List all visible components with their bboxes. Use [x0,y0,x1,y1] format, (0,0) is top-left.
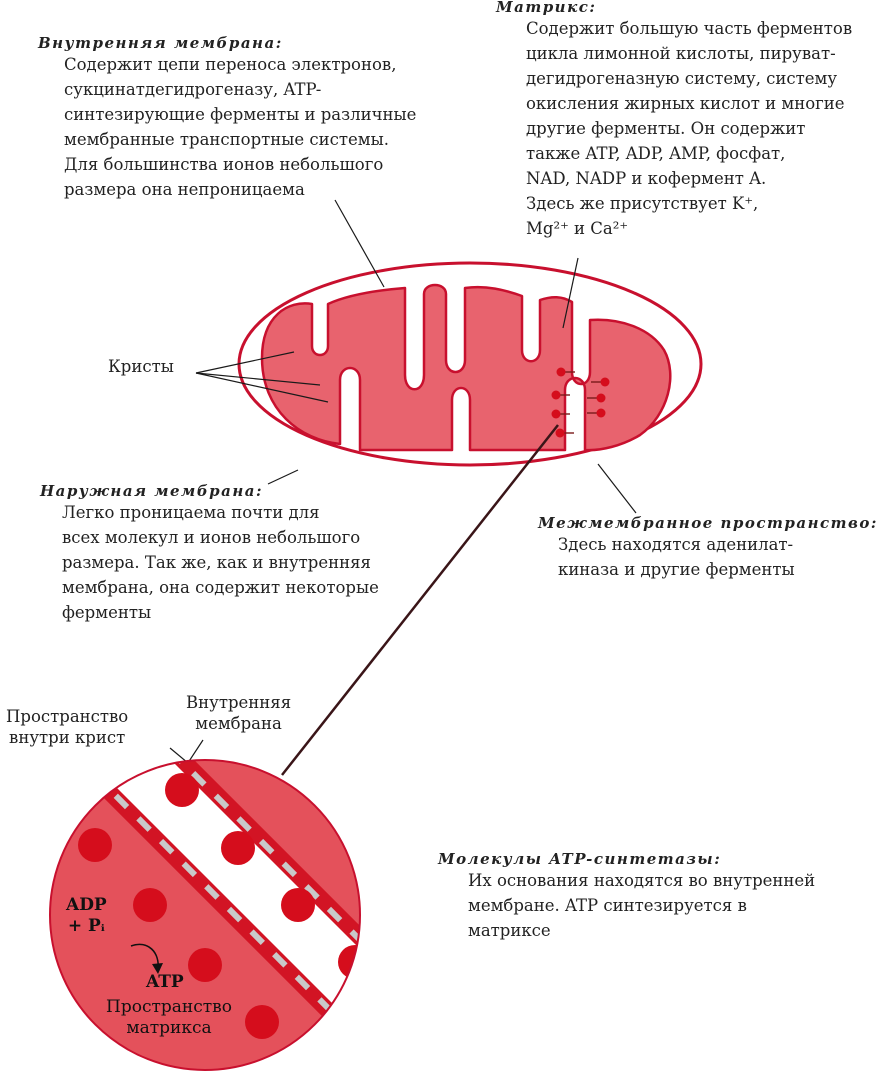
inner-membrane-text: Содержит цепи переноса электронов, сукци… [64,55,417,199]
zoom-synthase-head [221,831,255,865]
zoom-synthase-head [133,888,167,922]
matrix-description: Матрикс: Содержит большую часть ферменто… [496,0,852,241]
zoom-synthase-head [78,828,112,862]
atp-synthase-text: Их основания находятся во внутренней мем… [468,871,816,940]
matrix-shape [260,283,672,452]
zoom-synthase-head [188,948,222,982]
zoom-leader-line [281,424,559,776]
atp-label: ATP [146,972,184,992]
zoom-inner-membrane-label: Внутренняя мембрана [186,693,292,733]
synthase-head [596,408,606,418]
adp-label: ADP + Pᵢ [66,895,107,936]
zoom-synthase-head [245,1005,279,1039]
inner-membrane-title: Внутренняя мембрана: [38,34,283,52]
intermembrane-space-description: Межмембранное пространство: Здесь находя… [538,514,878,582]
outer-membrane-text: Легко проницаема почти для всех молекул … [62,503,379,622]
zoom-synthase-head [281,888,315,922]
atp-synthase-on-crista [551,367,610,438]
crista-space-label: Пространство внутри крист [6,707,129,747]
zoom-synthase-head [303,1061,337,1070]
intermembrane-space-text: Здесь находятся аденилат- киназа и други… [558,535,795,579]
matrix-title: Матрикс: [496,0,597,16]
inner-membrane-description: Внутренняя мембрана: Содержит цепи перен… [38,34,416,202]
outer-membrane-description: Наружная мембрана: Легко проницаема почт… [40,482,379,625]
synthase-head [600,377,610,387]
synthase-head [551,390,561,400]
synthase-head [551,409,561,419]
cristae-label: Кристы [108,357,174,376]
atp-synthase-title: Молекулы ATP-синтетазы: [438,850,722,868]
atp-synthase-description: Молекулы ATP-синтетазы: Их основания нах… [438,850,815,943]
leader-lines [169,199,637,779]
synthase-head [596,393,606,403]
matrix-space-label: Пространство матрикса [106,997,232,1038]
synthase-head [556,367,566,377]
outer-membrane-title: Наружная мембрана: [40,482,264,500]
matrix-text: Содержит большую часть ферментов цикла л… [526,19,853,238]
intermembrane-space-title: Межмембранное пространство: [538,514,878,532]
zoom-synthase-head [165,773,199,807]
zoom-circle [50,760,360,1070]
synthase-head [555,428,565,438]
